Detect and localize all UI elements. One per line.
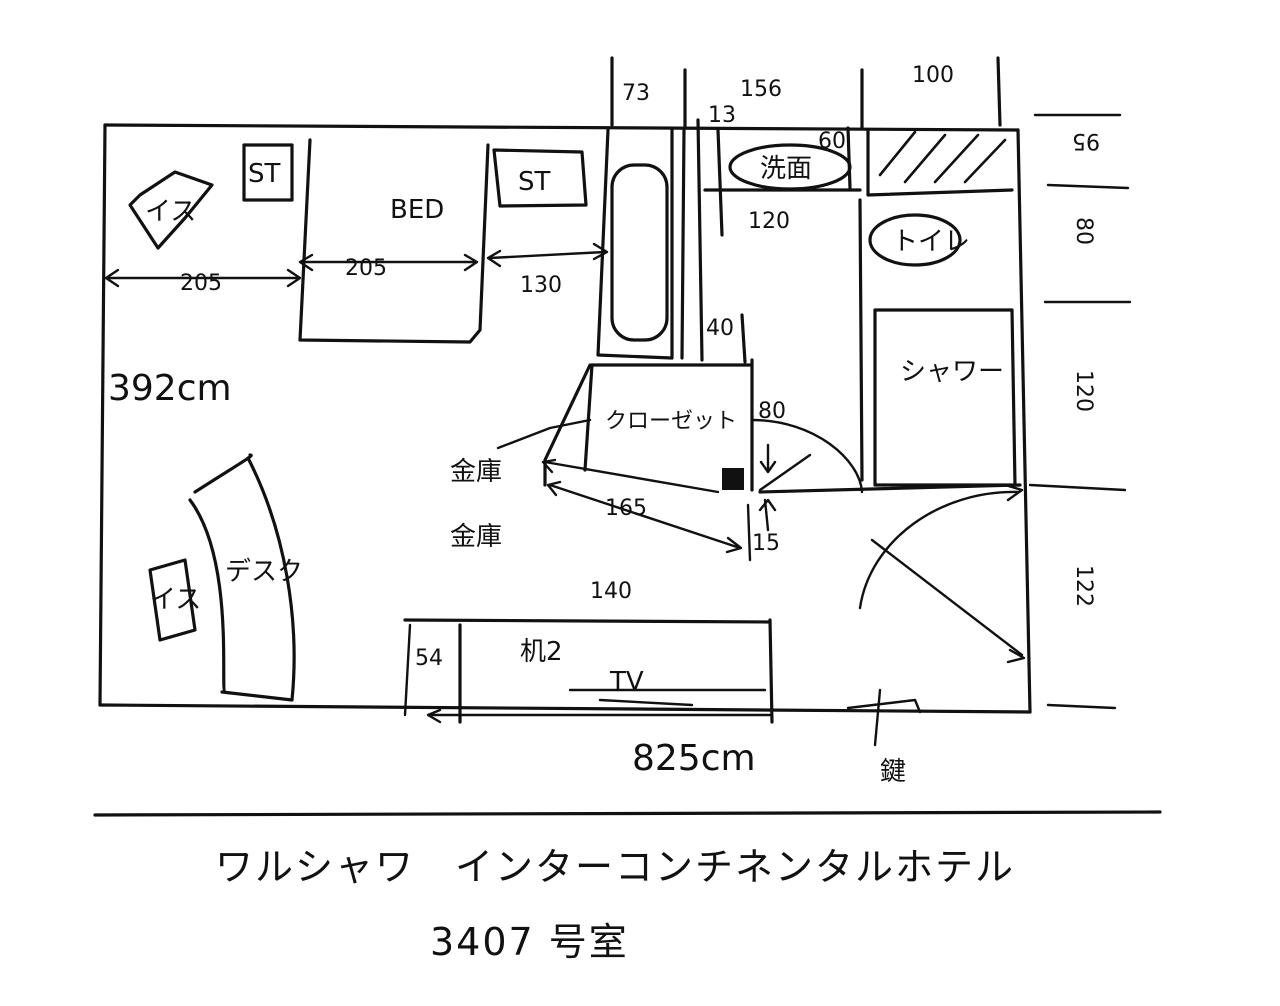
label-toilet: トイレ: [892, 227, 970, 257]
bed-area: [128, 138, 588, 344]
label-washbasin: 洗面: [760, 154, 812, 184]
dim-140: 140: [590, 579, 632, 604]
dim-right-120: 120: [1071, 370, 1096, 412]
label-nightstand-right: ST: [518, 167, 551, 197]
dim-60: 60: [818, 129, 846, 154]
shower: [873, 308, 1017, 487]
caption-rule: [93, 810, 1162, 817]
dim-room-length: 825cm: [632, 738, 756, 779]
label-armchair-desk: イス: [150, 585, 201, 615]
tv-stand: [403, 618, 922, 747]
dim-165: 165: [605, 496, 647, 521]
safe-box: [722, 468, 744, 490]
washbasin: [728, 143, 852, 191]
label-armchair-top: イス: [145, 197, 196, 227]
dim-205-bed: 205: [345, 256, 387, 281]
dim-right-80: 80: [1071, 217, 1096, 245]
label-closet: クローゼット: [605, 409, 737, 434]
dim-54: 54: [415, 646, 443, 671]
dim-156: 156: [740, 77, 782, 102]
armchair-top: [128, 170, 214, 250]
dim-73: 73: [622, 81, 650, 106]
dim-15: 15: [752, 531, 780, 556]
dim-right-95: 95: [1072, 128, 1100, 153]
dim-40: 40: [706, 316, 734, 341]
dim-right-122: 122: [1071, 565, 1096, 607]
desk-area: [148, 453, 296, 702]
caption-hotel: ワルシャワ インターコンチネンタルホテル: [215, 845, 1015, 889]
armchair-desk: [148, 558, 197, 642]
label-desk: デスク: [225, 557, 303, 587]
partition-tub: [596, 56, 704, 362]
right-dimension-ticks: [1028, 113, 1132, 710]
entrance-door: [858, 483, 1026, 664]
label-tv: TV: [609, 667, 644, 697]
nightstand-right: [492, 148, 588, 208]
dimension-lines-upper: [104, 242, 609, 288]
dim-100: 100: [912, 63, 954, 88]
label-bed: BED: [390, 195, 444, 225]
label-safe: 金庫: [450, 457, 502, 487]
label-table: 机2: [520, 637, 563, 667]
nightstand-left: [242, 143, 294, 202]
dim-130: 130: [520, 273, 562, 298]
label-key: 鍵: [880, 757, 906, 787]
dim-80: 80: [758, 399, 786, 424]
label-safe-detail: 金庫: [450, 522, 502, 552]
label-nightstand-left: ST: [248, 159, 281, 189]
bathroom: [703, 56, 1022, 494]
caption-room: 3407 号室: [430, 920, 629, 964]
dim-room-width: 392cm: [108, 368, 232, 409]
toilet: [868, 213, 962, 267]
dim-120-basin: 120: [748, 209, 790, 234]
closet-area: [496, 358, 864, 562]
dim-205-left: 205: [180, 271, 222, 296]
dim-13: 13: [708, 103, 736, 128]
room-outline: [98, 123, 1032, 714]
label-shower: シャワー: [900, 357, 1004, 387]
